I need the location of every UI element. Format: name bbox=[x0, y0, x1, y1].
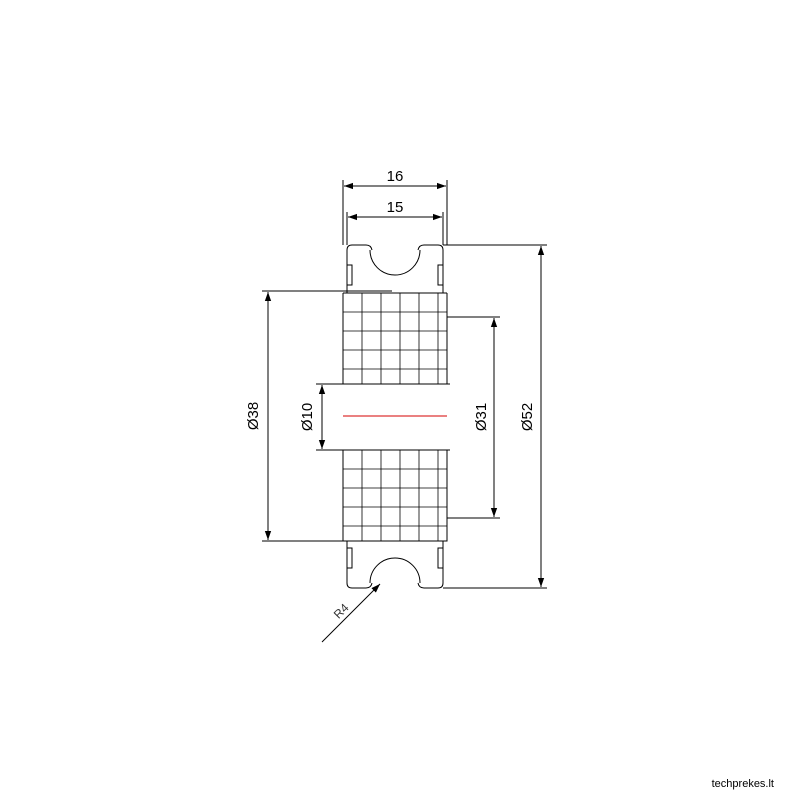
dim-bore-diameter bbox=[316, 383, 343, 451]
dim-hub-diameter bbox=[447, 316, 500, 519]
dim-outer-diameter bbox=[443, 244, 547, 589]
dim-groove-radius-label: R4 bbox=[331, 601, 352, 622]
top-left-flange bbox=[346, 244, 373, 293]
top-right-flange bbox=[417, 244, 444, 293]
dim-outer-diameter-label: Ø52 bbox=[519, 403, 536, 431]
dim-groove-radius bbox=[321, 583, 381, 643]
watermark-text: techprekes.lt bbox=[711, 778, 774, 790]
top-groove-arc bbox=[369, 249, 421, 276]
dim-inner-width bbox=[346, 212, 444, 245]
bottom-hub bbox=[342, 450, 448, 542]
dim-overall-width-label: 16 bbox=[387, 168, 404, 185]
dim-groove-diameter-label: Ø38 bbox=[245, 402, 262, 430]
dim-overall-width bbox=[342, 180, 448, 245]
bottom-left-flange bbox=[346, 541, 373, 589]
hub-hatching-bottom bbox=[343, 450, 447, 541]
bottom-right-flange bbox=[417, 541, 444, 589]
bottom-groove-arc bbox=[369, 557, 421, 584]
dim-hub-diameter-label: Ø31 bbox=[473, 403, 490, 431]
part-outline bbox=[340, 244, 450, 589]
dim-inner-width-label: 15 bbox=[387, 199, 404, 216]
dim-groove-diameter bbox=[262, 290, 392, 542]
dim-bore-diameter-label: Ø10 bbox=[299, 403, 316, 431]
top-hub bbox=[342, 292, 448, 385]
hub-hatching-top bbox=[343, 293, 447, 384]
